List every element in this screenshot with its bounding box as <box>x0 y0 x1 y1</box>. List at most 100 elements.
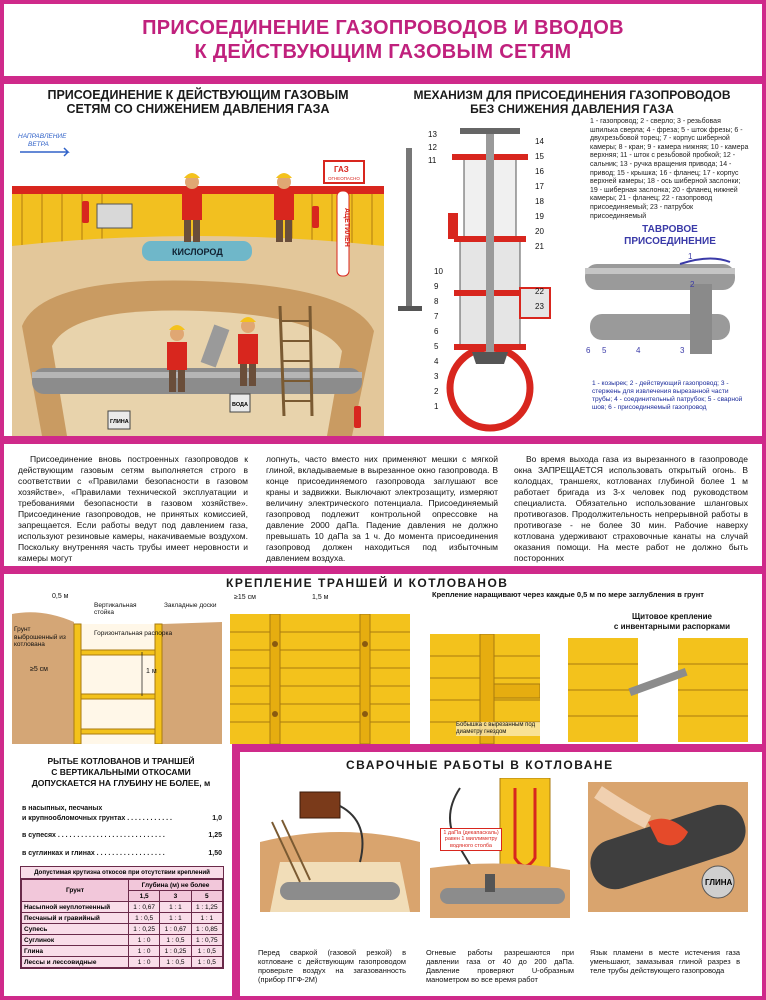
slope-table: Допустимая крутизна откосов при отсутств… <box>20 866 224 969</box>
gas-sign-subtext: ОГНЕОПАСНО <box>328 176 360 181</box>
callout-8: 8 <box>434 297 439 306</box>
depth-3: 3 <box>159 890 192 902</box>
left-panel-title: ПРИСОЕДИНЕНИЕ К ДЕЙСТВУЮЩИМ ГАЗОВЫМ СЕТЯ… <box>12 84 384 116</box>
tee-diagram <box>585 257 735 354</box>
sealed-pipe <box>590 804 746 890</box>
callout-numbers-lower-left: 10 9 8 7 6 5 4 3 2 1 <box>434 264 464 414</box>
threaded-rod <box>406 148 412 308</box>
gas-detector-scene <box>260 791 420 912</box>
welding-caption-1: Перед сваркой (газовой резкой) в котлова… <box>258 948 406 984</box>
pits-title: РЫТЬЕ КОТЛОВАНОВ И ТРАНШЕЙ С ВЕРТИКАЛЬНЫ… <box>12 748 230 789</box>
tee-legend: 1 - козырек; 2 - действующий газопровод;… <box>592 380 743 411</box>
dim-0-5m: 0,5 м <box>52 593 69 600</box>
trench-section <box>12 612 222 744</box>
callout-6: 6 <box>434 327 439 336</box>
callout-1: 1 <box>434 402 439 411</box>
callout-numbers-left: 13 12 11 <box>428 128 458 167</box>
tee-callout-5: 5 <box>602 346 607 355</box>
callout-20: 20 <box>535 227 544 236</box>
branch-pipe <box>519 287 551 319</box>
gas-warning-sign <box>323 160 365 184</box>
callout-12: 12 <box>428 143 437 152</box>
fitting <box>485 874 495 892</box>
fire-extinguisher-icon <box>312 206 319 228</box>
clay-lump-label: ГЛИНА <box>705 878 732 887</box>
tee-title-line-2: ПРИСОЕДИНЕНИЕ <box>624 236 716 247</box>
trench-note: Крепление наращивают через каждые 0,5 м … <box>432 590 704 599</box>
oxygen-label: КИСЛОРОД <box>172 247 223 257</box>
instructions-text: Присоединение вновь построенных газопров… <box>12 444 754 566</box>
title-line-1: ПРИСОЕДИНЕНИЕ ГАЗОПРОВОДОВ И ВВОДОВ <box>142 17 624 39</box>
worker-4 <box>238 317 258 386</box>
pits-depth-list: в насыпных, песчаных и крупнообломочных … <box>22 804 222 858</box>
depth-1-5: 1,5 <box>127 890 161 902</box>
clay-lump <box>701 865 735 899</box>
welding-pipe <box>280 882 400 900</box>
col-soil: Грунт <box>21 879 129 902</box>
divider-band <box>0 76 766 84</box>
wind-label-1: НАПРАВЛЕНИЕ <box>18 133 67 140</box>
right-panel: МЕХАНИЗМ ДЛЯ ПРИСОЕДИНЕНИЯ ГАЗОПРОВОДОВ … <box>390 84 754 436</box>
gas-analyzer <box>299 791 341 819</box>
slope-table-grid: Грунт Глубина (м) не более 1,5 3 5 Насып… <box>21 879 224 968</box>
tee-callout-4: 4 <box>636 346 641 355</box>
right-panel-title: МЕХАНИЗМ ДЛЯ ПРИСОЕДИНЕНИЯ ГАЗОПРОВОДОВ … <box>390 84 754 116</box>
depth-row-sand-2: и крупнообломочных грунтах . . . . . . .… <box>22 814 222 822</box>
title-line-2: К ДЕЙСТВУЮЩИМ ГАЗОВЫМ СЕТЯМ <box>194 41 572 63</box>
detail-strut <box>493 683 540 699</box>
poster-title: ПРИСОЕДИНЕНИЕ ГАЗОПРОВОДОВ И ВВОДОВ К ДЕ… <box>4 4 762 64</box>
welding-panel: СВАРОЧНЫЕ РАБОТЫ В КОТЛОВАНЕ 1 даПа (дек… <box>240 752 754 992</box>
text-column-3: Во время выхода газа из вырезанного в га… <box>514 454 748 563</box>
drill-shaft <box>486 132 494 352</box>
dim-15cm: ≥15 см <box>234 594 256 601</box>
gas-sign-text: ГАЗ <box>334 165 349 174</box>
planks-label: Закладные доски <box>164 602 217 609</box>
valve <box>448 213 458 239</box>
acetylene-label: АЦЕТИЛЕН <box>343 208 350 247</box>
active-gas-pipe <box>585 264 735 290</box>
callout-9: 9 <box>434 282 439 291</box>
water-bucket <box>229 393 251 413</box>
slope-table-title: Допустимая крутизна откосов при отсутств… <box>21 867 223 879</box>
tee-callout-6: 6 <box>586 346 591 355</box>
mechanism-legend: 1 - газопровод; 2 - сверло; 3 - резьбова… <box>590 118 749 220</box>
callout-15: 15 <box>535 152 544 161</box>
callout-21: 21 <box>535 242 544 251</box>
excavation-illustration: КИСЛОРОД АЦЕТИЛЕН ГАЗ ОГНЕОПАСНО НАПРАВЛ… <box>12 133 384 436</box>
callout-23: 23 <box>535 302 544 311</box>
boss-label: Бобышка с вырезанным под диаметру гнездо… <box>456 722 546 736</box>
tee-callout-3: 3 <box>680 346 685 355</box>
left-title-line-2: СЕТЯМ СО СНИЖЕНИЕМ ДАВЛЕНИЯ ГАЗА <box>66 102 330 116</box>
clay-sealing-scene: ГЛИНА <box>588 782 748 912</box>
depth-row-sand: в насыпных, песчаных <box>22 805 103 812</box>
callout-14: 14 <box>535 137 544 146</box>
horizontal-strut-label: Горизонтальная распорка <box>94 630 173 637</box>
callout-11: 11 <box>428 156 437 165</box>
divider-band <box>0 436 766 444</box>
callout-7: 7 <box>434 312 439 321</box>
text-column-2: лопнуть, часто вместо них применяют мешк… <box>266 454 498 563</box>
callout-2: 2 <box>434 387 439 396</box>
divider-band <box>232 744 762 752</box>
divider-band <box>0 566 766 574</box>
divider-band <box>232 744 240 996</box>
flame-icon <box>648 818 688 846</box>
right-title-line-2: БЕЗ СНИЖЕНИЯ ДАВЛЕНИЯ ГАЗА <box>470 102 674 116</box>
page-number: 1 <box>755 989 760 998</box>
callout-3: 3 <box>434 372 439 381</box>
dim-5cm: ≥5 см <box>30 666 48 673</box>
worker-3 <box>167 325 187 392</box>
tee-callout-2: 2 <box>690 280 695 289</box>
inventory-strut <box>628 667 688 697</box>
left-panel: ПРИСОЕДИНЕНИЕ К ДЕЙСТВУЮЩИМ ГАЗОВЫМ СЕТЯ… <box>12 84 384 436</box>
tee-callout-1: 1 <box>688 252 693 261</box>
callout-numbers-right: 14 15 16 17 18 19 20 21 22 23 <box>535 134 565 314</box>
welding-title: СВАРОЧНЫЕ РАБОТЫ В КОТЛОВАНЕ <box>346 758 614 772</box>
tee-title: ТАВРОВОЕ ПРИСОЕДИНЕНИЕ <box>595 224 745 248</box>
tee-title-line-1: ТАВРОВОЕ <box>642 224 698 235</box>
depth-row-sandy-loam: в супесях . . . . . . . . . . . . . . . … <box>22 832 222 839</box>
right-title-line-1: МЕХАНИЗМ ДЛЯ ПРИСОЕДИНЕНИЯ ГАЗОПРОВОДОВ <box>413 88 731 102</box>
